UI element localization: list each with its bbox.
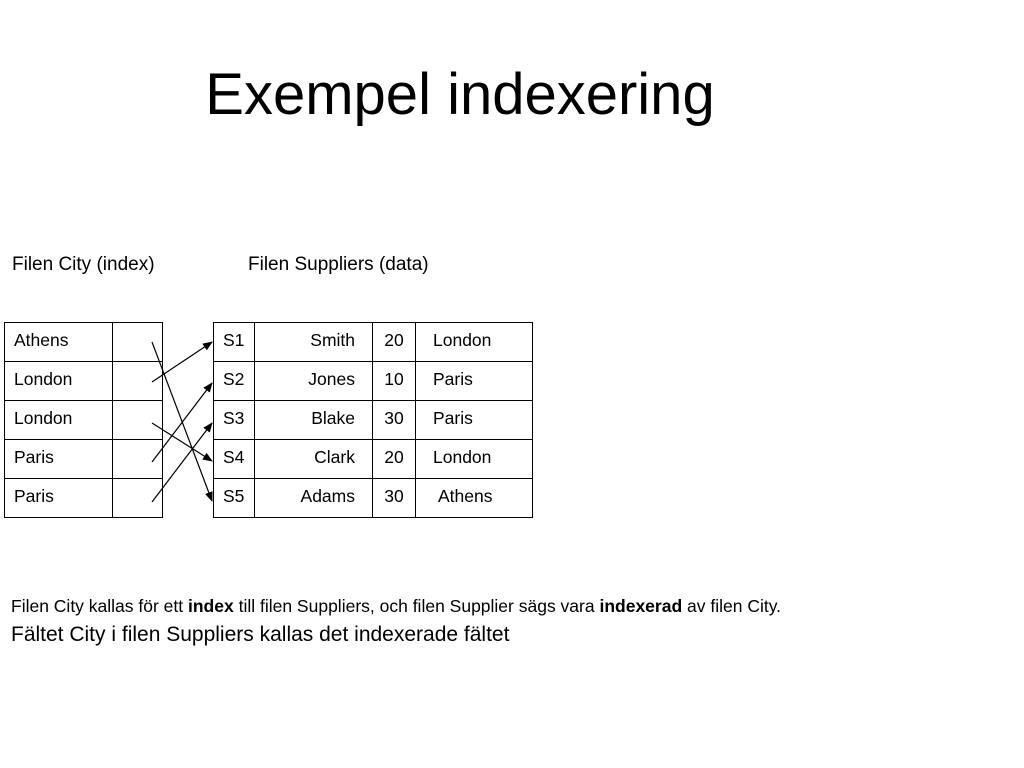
supplier-row: S1 Smith 20 London	[213, 322, 533, 362]
supplier-city-cell: Paris	[415, 361, 533, 401]
city-pointer-cell	[112, 439, 163, 479]
city-row: London	[4, 400, 163, 440]
supplier-status-cell: 10	[372, 361, 416, 401]
supplier-status-cell: 20	[372, 322, 416, 362]
supplier-city-cell: London	[415, 439, 533, 479]
footnote-bold-index: index	[188, 596, 234, 616]
supplier-status-cell: 30	[372, 400, 416, 440]
supplier-id-cell: S5	[213, 478, 255, 518]
city-pointer-cell	[112, 400, 163, 440]
suppliers-file-label: Filen Suppliers (data)	[248, 254, 429, 275]
supplier-city-cell: Paris	[415, 400, 533, 440]
supplier-row: S3 Blake 30 Paris	[213, 400, 533, 440]
footnote-text: till filen Suppliers, och filen Supplier…	[233, 596, 600, 616]
city-pointer-cell	[112, 322, 163, 362]
supplier-row: S5 Adams 30 Athens	[213, 478, 533, 518]
supplier-name-cell: Smith	[254, 322, 373, 362]
supplier-city-cell: London	[415, 322, 533, 362]
city-pointer-cell	[112, 478, 163, 518]
city-pointer-cell	[112, 361, 163, 401]
city-file-label: Filen City (index)	[12, 254, 155, 275]
city-name-cell: London	[4, 361, 113, 401]
supplier-name-cell: Clark	[254, 439, 373, 479]
city-name-cell: Paris	[4, 439, 113, 479]
city-name-cell: Athens	[4, 322, 113, 362]
footnote-text: Filen City kallas för ett	[11, 596, 188, 616]
city-index-table: Athens London London Paris Paris	[4, 322, 163, 518]
supplier-name-cell: Jones	[254, 361, 373, 401]
city-name-cell: London	[4, 400, 113, 440]
supplier-row: S4 Clark 20 London	[213, 439, 533, 479]
supplier-status-cell: 30	[372, 478, 416, 518]
slide-title: Exempel indexering	[205, 62, 715, 127]
footnote-line-1: Filen City kallas för ett index till fil…	[11, 595, 781, 617]
city-row: Paris	[4, 439, 163, 479]
supplier-id-cell: S4	[213, 439, 255, 479]
supplier-name-cell: Blake	[254, 400, 373, 440]
supplier-id-cell: S2	[213, 361, 255, 401]
city-row: Paris	[4, 478, 163, 518]
city-row: Athens	[4, 322, 163, 362]
footnote-text: av filen City.	[682, 596, 782, 616]
city-name-cell: Paris	[4, 478, 113, 518]
supplier-id-cell: S1	[213, 322, 255, 362]
city-row: London	[4, 361, 163, 401]
supplier-row: S2 Jones 10 Paris	[213, 361, 533, 401]
footnote-bold-indexerad: indexerad	[599, 596, 683, 616]
supplier-name-cell: Adams	[254, 478, 373, 518]
suppliers-data-table: S1 Smith 20 London S2 Jones 10 Paris S3 …	[213, 322, 533, 518]
footnote-line-2: Fältet City i filen Suppliers kallas det…	[11, 623, 510, 646]
supplier-status-cell: 20	[372, 439, 416, 479]
supplier-id-cell: S3	[213, 400, 255, 440]
supplier-city-cell: Athens	[415, 478, 533, 518]
